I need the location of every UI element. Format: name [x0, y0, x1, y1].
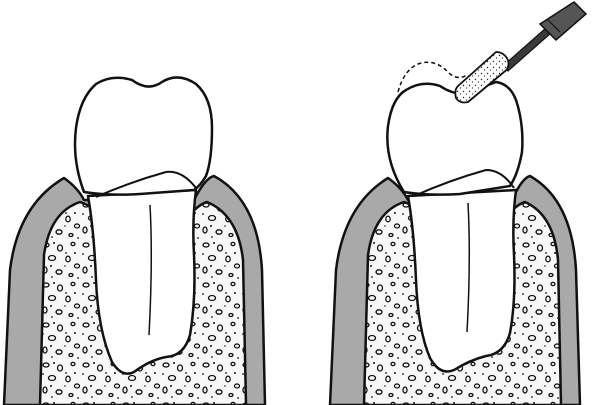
tooth-crown-reduced — [387, 82, 522, 195]
panel-after — [330, 2, 586, 405]
diamond-bur — [455, 2, 586, 103]
bur-shaft — [503, 28, 551, 71]
tooth-root — [408, 190, 516, 372]
tooth-crown — [75, 77, 212, 194]
panel-before — [4, 77, 265, 405]
